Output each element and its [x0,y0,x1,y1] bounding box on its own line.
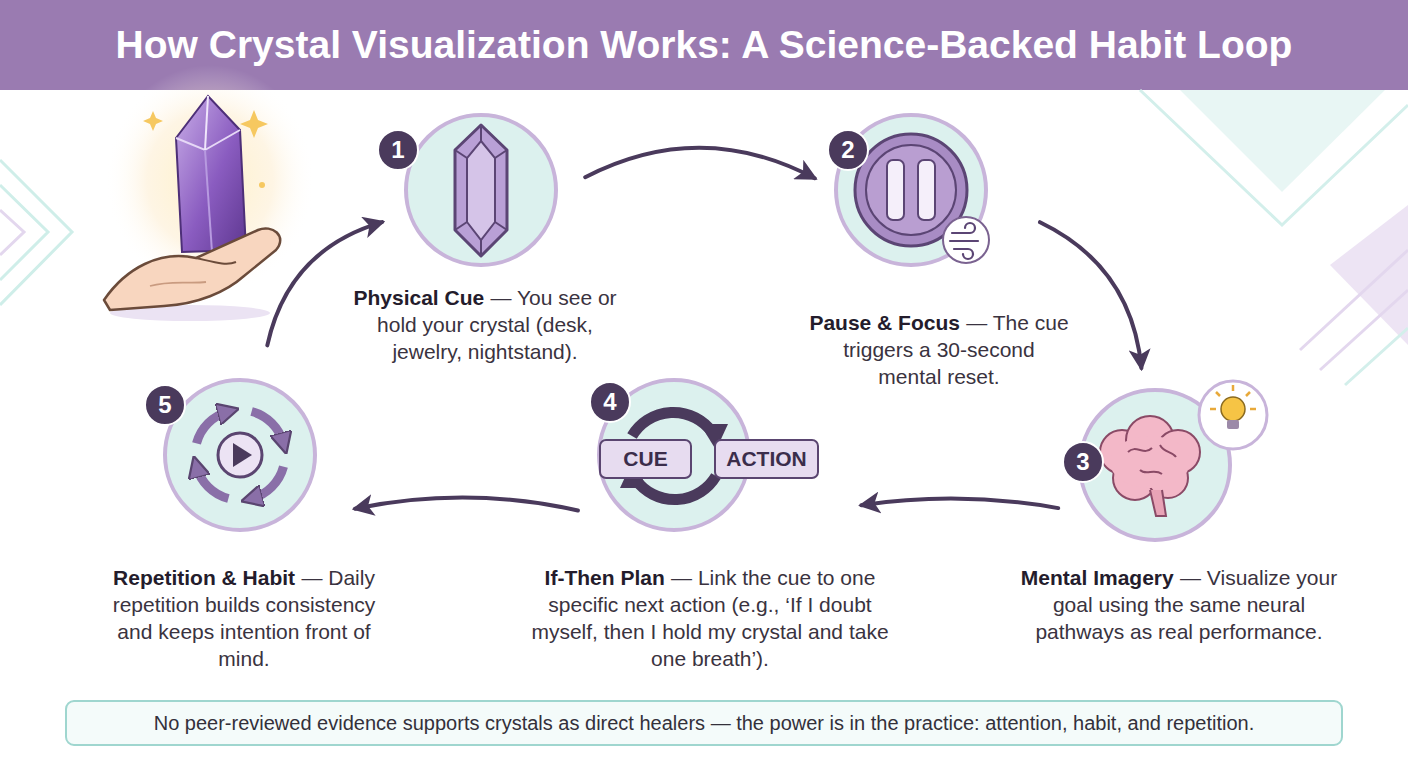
note-text: No peer-reviewed evidence supports cryst… [154,712,1255,735]
callout-number: 1 [377,129,419,171]
hand-crystal-illustration [104,65,315,321]
step-heading: Repetition & Habit [113,566,295,589]
step-description: If-Then Plan— Link the cue to one specif… [525,564,895,672]
step-description: Pause & Focus— The cue triggers a 30-sec… [809,309,1069,390]
step-circle: Physical Cue— You see or hold your cryst… [404,113,558,267]
flow-arrow [267,222,382,345]
callout-number: 3 [1062,441,1104,483]
tag-text: ACTION [726,447,807,471]
step-description: Physical Cue— You see or hold your cryst… [350,284,620,365]
corner-shapes [0,90,1408,385]
step-circle: Repetition & Habit— Daily repetition bui… [163,378,317,532]
flow-arrow [355,498,578,511]
tag-text: CUE [623,447,667,471]
tag-box: CUE [599,439,692,479]
callout-number: 5 [144,384,186,426]
tag-box: ACTION [714,439,819,479]
callout-number: 4 [589,381,631,423]
diagram-title: How Crystal Visualization Works: A Scien… [0,0,1408,90]
step-heading: If-Then Plan [545,566,665,589]
note-box: No peer-reviewed evidence supports cryst… [65,700,1343,746]
flow-arrow [1040,222,1141,368]
step-heading: Mental Imagery [1021,566,1174,589]
flow-arrow [585,148,815,179]
step-heading: Pause & Focus [809,311,960,334]
step-description: Mental Imagery— Visualize your goal usin… [1019,564,1339,645]
step-heading: Physical Cue [353,286,484,309]
callout-number: 2 [827,129,869,171]
step-description: Repetition & Habit— Daily repetition bui… [94,564,394,672]
flow-arrow [861,499,1058,508]
